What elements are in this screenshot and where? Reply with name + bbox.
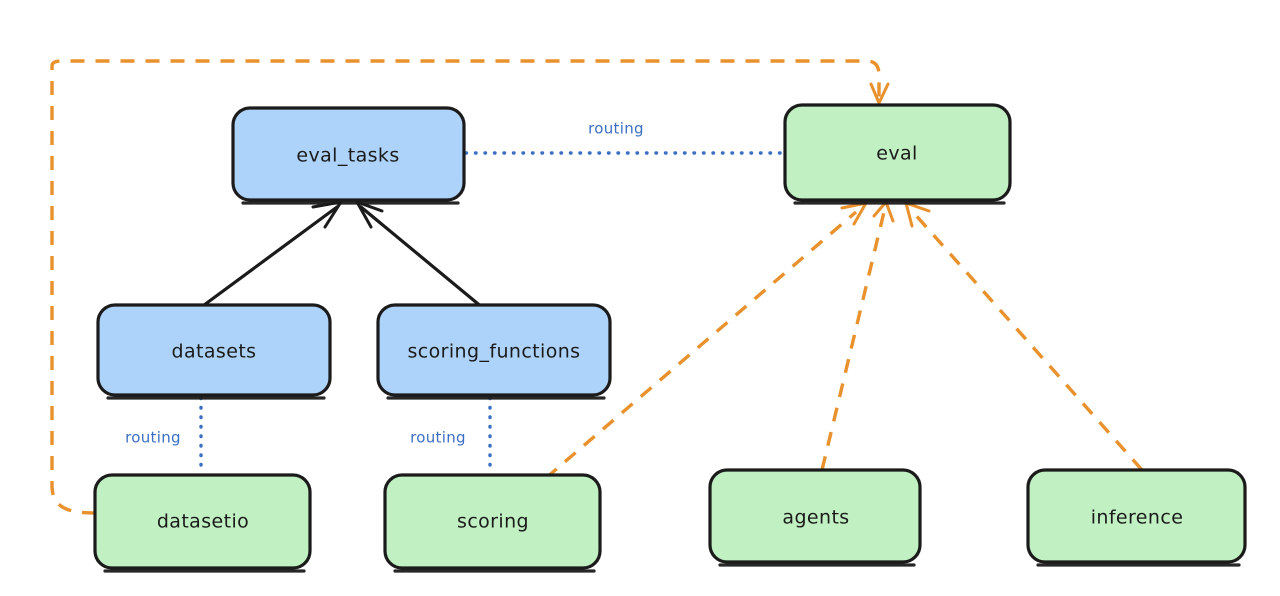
- edge-label-routing-datasets-datasetio: routing: [125, 429, 181, 447]
- node-scoring-functions[interactable]: scoring_functions: [376, 303, 612, 400]
- node-eval-tasks-label: eval_tasks: [296, 145, 399, 167]
- node-scoring-label: scoring: [457, 511, 529, 533]
- node-eval-label: eval: [876, 143, 917, 165]
- node-inference[interactable]: inference: [1026, 468, 1247, 567]
- node-eval[interactable]: eval: [783, 103, 1012, 205]
- edge-inference-eval: [904, 201, 1144, 472]
- node-scoring-functions-box[interactable]: [376, 303, 612, 397]
- node-eval-box[interactable]: [783, 103, 1012, 202]
- node-inference-box[interactable]: [1026, 468, 1247, 564]
- edge-datasets-eval-tasks: [198, 200, 343, 310]
- node-scoring[interactable]: scoring: [383, 473, 602, 573]
- node-datasets[interactable]: datasets: [96, 303, 332, 400]
- edge-datasetio-eval: [50, 59, 890, 515]
- node-datasets-label: datasets: [172, 341, 257, 363]
- node-agents-box[interactable]: [708, 468, 922, 564]
- node-eval-tasks-box[interactable]: [231, 106, 466, 202]
- edge-label-routing-eval-tasks-eval: routing: [588, 120, 644, 138]
- edge-label-layer: routing routing routing: [125, 120, 644, 447]
- node-inference-label: inference: [1091, 507, 1184, 529]
- edge-label-routing-scoring-functions-scoring: routing: [410, 429, 466, 447]
- node-datasetio-box[interactable]: [93, 473, 312, 570]
- node-agents[interactable]: agents: [708, 468, 922, 567]
- node-datasets-box[interactable]: [96, 303, 332, 397]
- edge-layer: [50, 59, 1144, 515]
- node-layer: eval_tasks eval datasets scoring_functio…: [93, 103, 1247, 573]
- edge-scoring-functions-eval-tasks: [355, 200, 485, 310]
- node-datasetio-label: datasetio: [157, 511, 249, 533]
- edge-agents-eval: [820, 200, 895, 471]
- node-agents-label: agents: [782, 507, 849, 529]
- node-scoring-functions-label: scoring_functions: [408, 341, 581, 363]
- node-scoring-box[interactable]: [383, 473, 602, 570]
- node-datasetio[interactable]: datasetio: [93, 473, 312, 573]
- node-eval-tasks[interactable]: eval_tasks: [231, 106, 466, 205]
